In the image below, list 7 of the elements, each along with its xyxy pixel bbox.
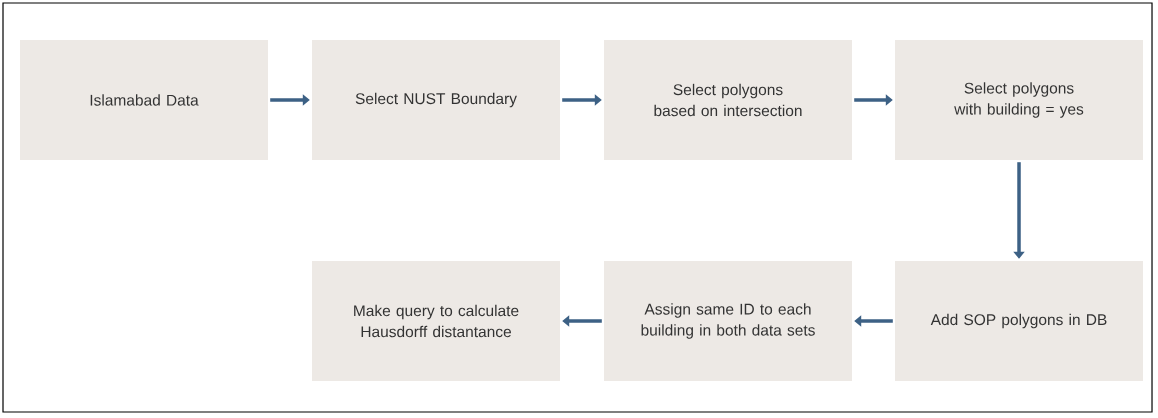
process-box: Add SOP polygons in DB <box>895 261 1143 381</box>
process-box: Assign same ID to each building in both data sets <box>604 261 852 381</box>
process-box: Select polygons based on intersection <box>604 40 852 160</box>
process-box: Make query to calculate Hausdorff distantance <box>312 261 560 381</box>
process-box: Select NUST Boundary <box>312 40 560 160</box>
process-box: Select polygons with building = yes <box>895 40 1143 160</box>
process-box: Islamabad Data <box>20 40 268 160</box>
